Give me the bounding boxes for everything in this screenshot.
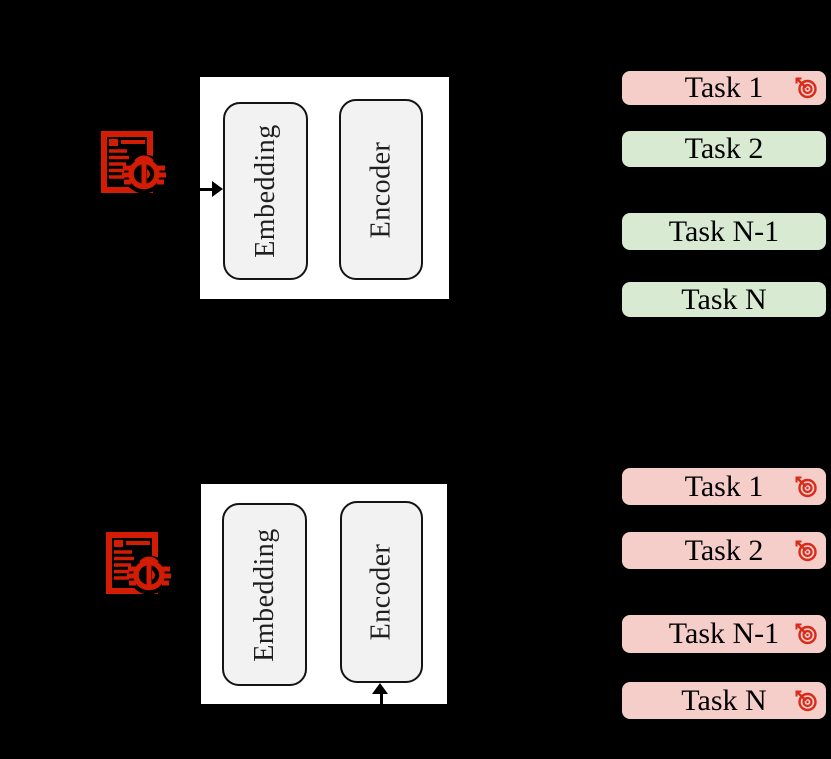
encoder-input-arrow-line: [380, 692, 383, 706]
encoder-label: Encoder: [365, 543, 397, 641]
task-badge: Task N-1: [622, 615, 826, 653]
embedding-label: Embedding: [249, 124, 281, 258]
task-label: Task N-1: [668, 214, 780, 248]
embedding-block: Embedding: [222, 503, 307, 686]
encoder-block: Encoder: [340, 501, 423, 683]
target-icon: [795, 77, 817, 99]
task-label: Task N-1: [668, 617, 780, 650]
target-icon: [795, 540, 817, 561]
task-badge: Task 2: [622, 131, 826, 167]
task-label: Task 1: [684, 71, 764, 104]
target-icon: [795, 690, 817, 711]
malware-document-icon: [106, 532, 171, 595]
encoder-block: Encoder: [339, 99, 423, 280]
task-label: Task 2: [684, 132, 764, 165]
encoder-label: Encoder: [365, 141, 397, 238]
task-badge: Task 1: [622, 468, 826, 505]
task-label: Task 1: [684, 469, 764, 503]
task-badge: Task 1: [622, 71, 826, 105]
arrow-up-icon: [372, 683, 388, 694]
task-badge: Task N: [622, 282, 826, 317]
task-label: Task N: [681, 683, 767, 717]
task-badge: Task N-1: [622, 213, 826, 250]
task-badge: Task N: [622, 682, 826, 719]
task-label: Task N: [681, 282, 767, 316]
target-icon: [795, 623, 817, 645]
input-arrow-line: [197, 188, 213, 191]
malware-document-icon: [101, 131, 166, 194]
embedding-label: Embedding: [248, 527, 280, 662]
target-icon: [795, 476, 817, 497]
task-badge: Task 2: [622, 532, 826, 569]
arrow-right-icon: [212, 181, 223, 197]
embedding-block: Embedding: [223, 102, 308, 280]
task-label: Task 2: [684, 533, 764, 567]
